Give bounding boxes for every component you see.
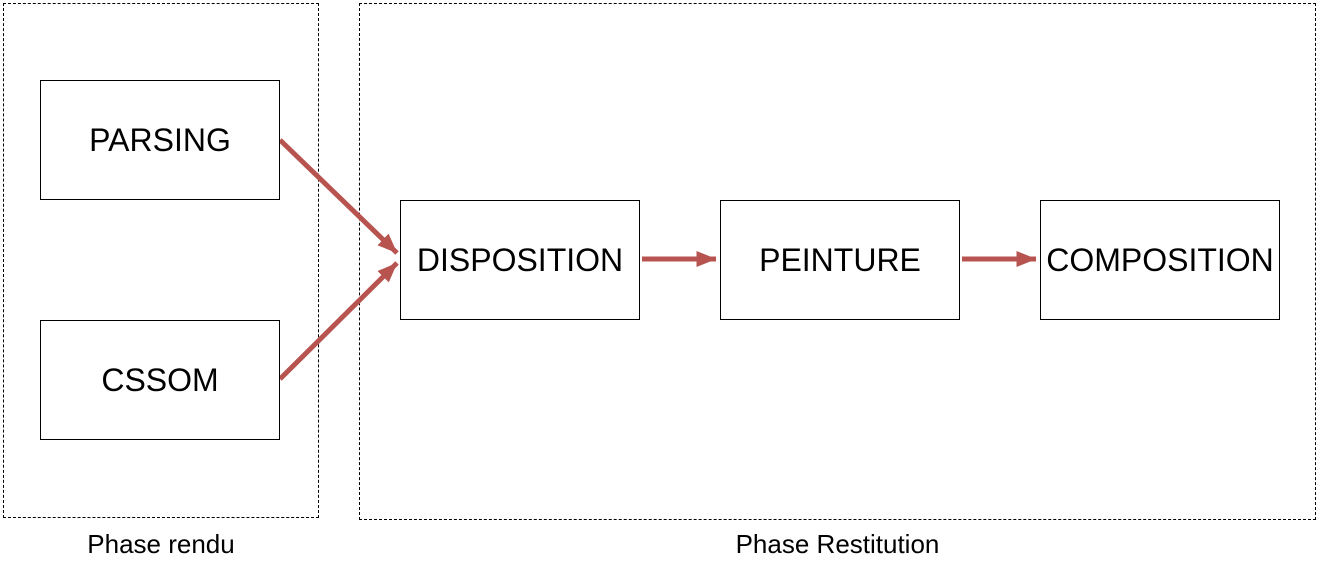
node-composition: COMPOSITION (1040, 200, 1280, 320)
node-cssom: CSSOM (40, 320, 280, 440)
node-peinture: PEINTURE (720, 200, 960, 320)
container-label-phase-restitution: Phase Restitution (735, 529, 940, 559)
container-label-phase-rendu: Phase rendu (87, 529, 235, 559)
node-disposition: DISPOSITION (400, 200, 640, 320)
container-phase-rendu (3, 3, 319, 518)
node-parsing: PARSING (40, 80, 280, 200)
